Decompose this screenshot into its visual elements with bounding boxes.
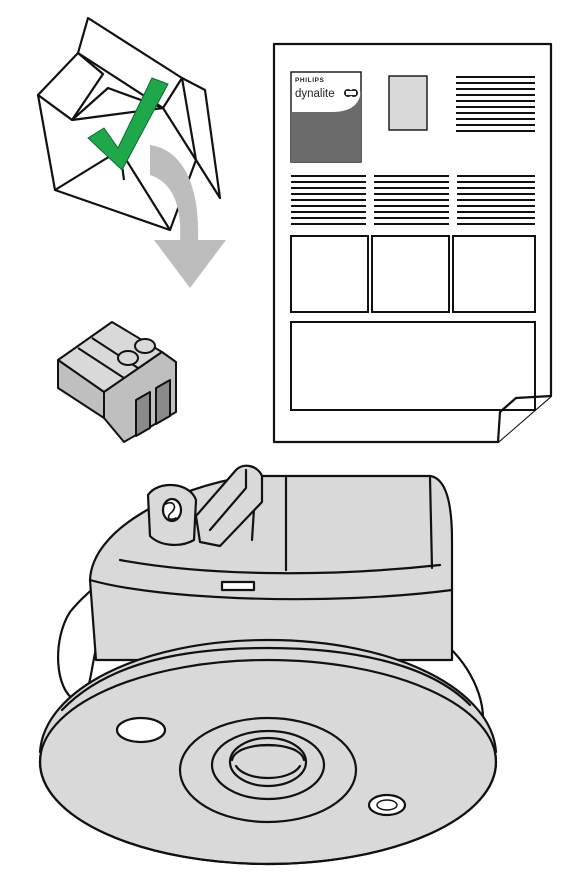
content-boxes <box>290 235 536 411</box>
down-arrow-icon <box>150 145 226 288</box>
terminal-connector-icon <box>57 321 177 443</box>
image-placeholder <box>388 75 428 131</box>
checkmark-icon <box>87 77 169 171</box>
instruction-sheet-icon: PHILIPS dynalite <box>272 42 553 444</box>
ceiling-sensor-icon <box>38 464 498 866</box>
body-text-lines <box>291 175 535 225</box>
dynalite-mark-icon <box>344 89 358 97</box>
header-text-lines <box>456 76 535 132</box>
logo-product-text: dynalite <box>295 88 335 100</box>
logo-brand-text: PHILIPS <box>295 77 325 84</box>
brand-logo: PHILIPS dynalite <box>290 71 362 163</box>
